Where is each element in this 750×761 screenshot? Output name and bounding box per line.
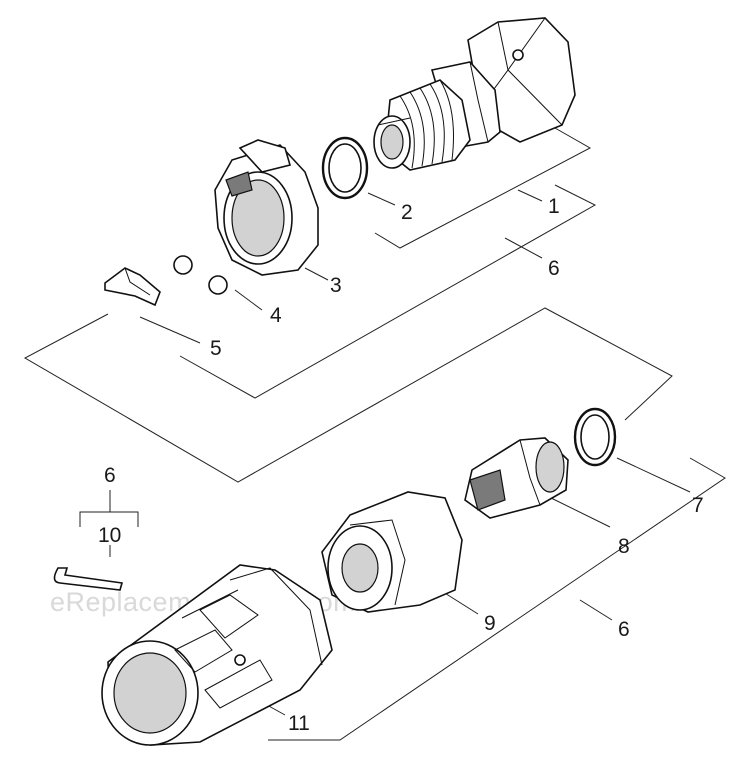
part-5-clip — [104, 267, 161, 307]
callout-6-upper: 6 — [548, 257, 560, 280]
group-bracket-lines — [23, 127, 726, 741]
part-8-nozzle-insert — [464, 437, 569, 519]
callout-7: 7 — [692, 494, 704, 517]
part-1-fitting — [373, 17, 576, 171]
callout-8: 8 — [618, 535, 630, 558]
callout-6-left: 6 — [104, 464, 116, 487]
callout-10: 10 — [98, 524, 121, 547]
part-2-o-ring — [321, 136, 369, 200]
callout-3: 3 — [330, 274, 342, 297]
callout-6-lower: 6 — [618, 618, 630, 641]
callout-1: 1 — [548, 195, 560, 218]
callout-9: 9 — [484, 612, 496, 635]
part-10-pin — [53, 567, 124, 591]
part-3-clamp-ring — [214, 139, 319, 276]
callout-2: 2 — [401, 201, 413, 224]
callout-labels: 1 2 3 4 5 6 6 6 7 8 9 10 11 — [98, 195, 704, 735]
part-9-nut — [321, 491, 463, 613]
part-7-o-ring — [573, 407, 617, 467]
callout-5: 5 — [210, 337, 222, 360]
part-11-cap — [101, 564, 333, 746]
callout-11: 11 — [288, 712, 310, 735]
callout-4: 4 — [270, 304, 282, 327]
part-4-balls — [173, 255, 228, 295]
